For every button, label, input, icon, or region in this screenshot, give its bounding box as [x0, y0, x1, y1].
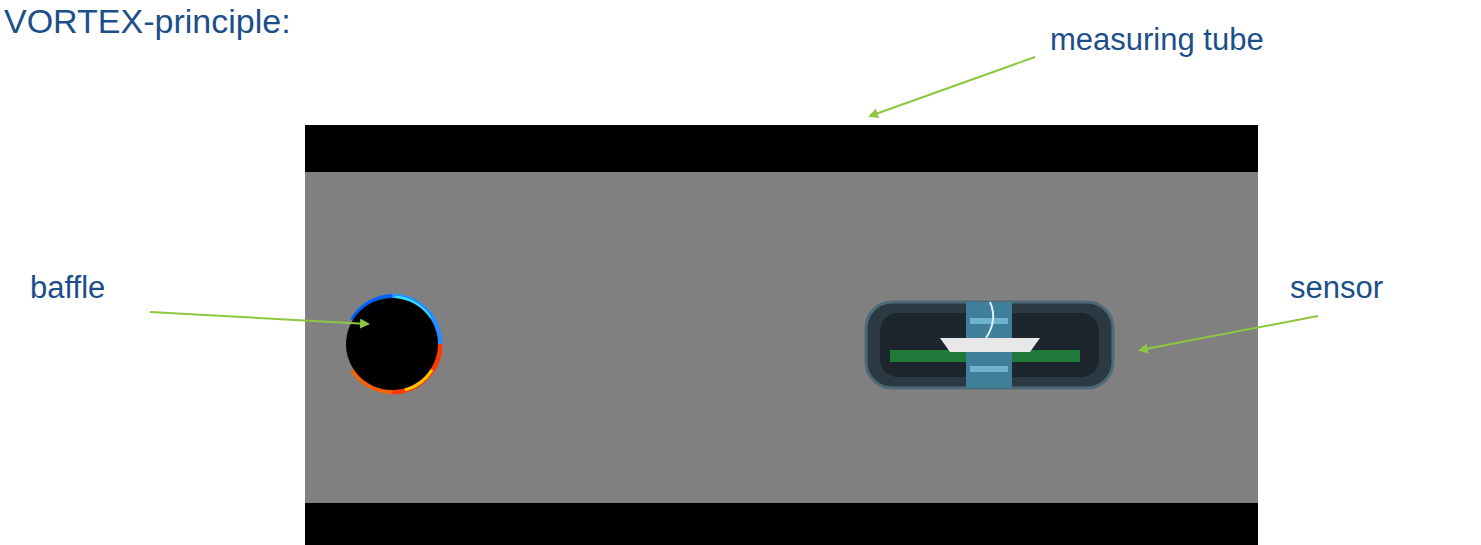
- part-label: baffle: [30, 270, 105, 306]
- baffle-body: [346, 296, 440, 392]
- part-label: measuring tube: [1050, 22, 1264, 58]
- part-label: sensor: [1290, 270, 1383, 306]
- tube-wall-bottom: [305, 503, 1258, 545]
- leader-line: [870, 57, 1035, 116]
- tube-wall-top: [305, 125, 1258, 173]
- leader-line: [1140, 316, 1318, 350]
- leader-line: [150, 312, 368, 324]
- tube-interior: [305, 172, 1258, 504]
- sensor-body: [866, 302, 1113, 388]
- diagram-title: VORTEX-principle:: [4, 2, 291, 41]
